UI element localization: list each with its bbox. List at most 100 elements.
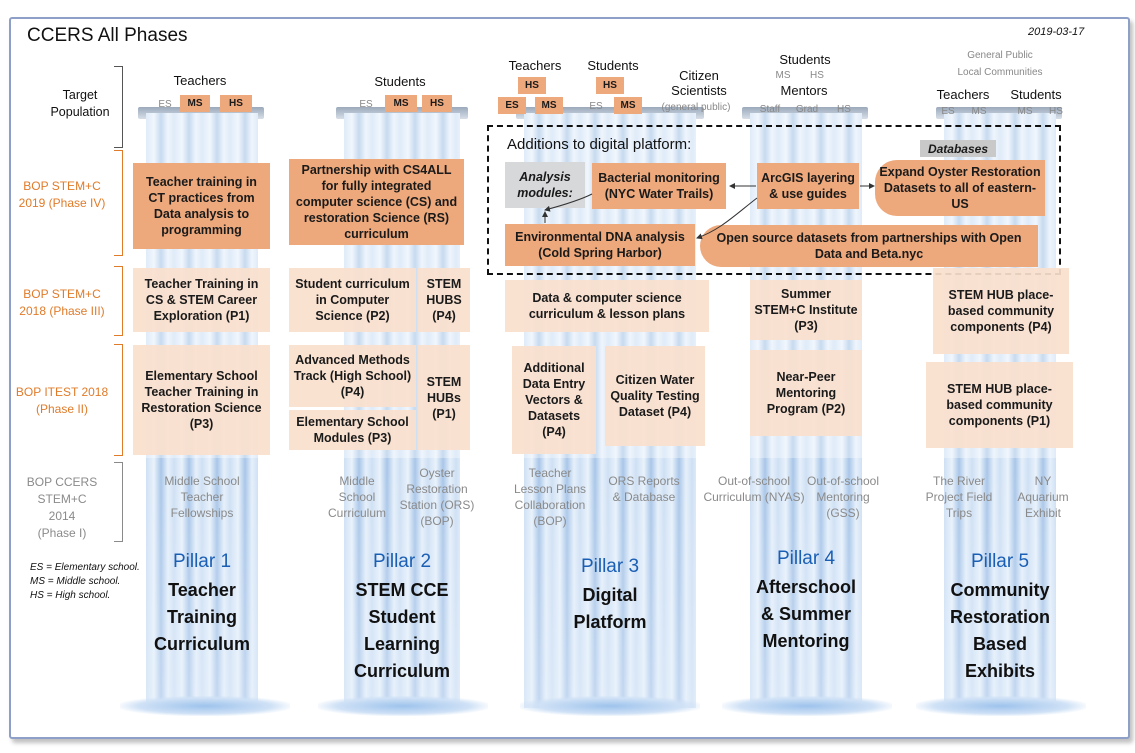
pillar-2-base (318, 696, 488, 716)
pillar-1-title-line3: Curriculum (153, 634, 250, 654)
arrow-bacterial-to-analysis (544, 193, 593, 212)
phase-iii-bracket (114, 266, 123, 336)
open-source-datasets-box: Open source datasets from partnerships w… (700, 225, 1038, 267)
phase1-p2a-text: Middle School Curriculum (327, 474, 386, 520)
p3-teachers-hs: HS (518, 77, 546, 94)
p2-hs: HS (422, 95, 452, 112)
phase1-p2b-text: Oyster Restoration Station (ORS) (BOP) (399, 466, 475, 528)
pillar-1-title: Teacher Training Curriculum (130, 577, 274, 658)
pillar-4-title-line3: Mentoring (762, 631, 850, 651)
page-title: CCERS All Phases (27, 25, 188, 46)
phase1-p1-text: Middle School Teacher Fellowships (164, 474, 240, 520)
digital-platform-title: Additions to digital platform: (507, 136, 692, 153)
phase3-p4-box: Summer STEM+C Institute (P3) (750, 280, 862, 340)
pillar-3-base (520, 696, 700, 716)
p1-target-group: Teachers (173, 73, 227, 88)
p4-target-students: Students (779, 52, 831, 67)
p3-teachers-ms: MS (535, 97, 563, 114)
pillar-2-title-line4: Curriculum (353, 661, 450, 681)
legend-es: ES = Elementary school. (30, 562, 140, 573)
p3-students-es: ES (589, 101, 603, 112)
phase-iii-line1: BOP STEM+C (23, 287, 101, 301)
phase-iii-label: BOP STEM+C 2018 (Phase III) (14, 286, 110, 320)
pillar-2-name: Pillar 2 (372, 551, 432, 572)
pillar-1-name: Pillar 1 (172, 551, 232, 572)
p3-students-hs: HS (596, 77, 624, 94)
p5-students-ms: MS (1017, 106, 1033, 117)
phase-i-line4: (Phase I) (37, 526, 87, 540)
phase1-p5b-text: NY Aquarium Exhibit (1017, 474, 1069, 520)
expand-datasets-box: Expand Oyster Restoration Datasets to al… (875, 160, 1045, 216)
phase2-p1-box: Elementary School Teacher Training in Re… (133, 345, 270, 455)
phase-ii-label: BOP ITEST 2018 (Phase II) (14, 384, 110, 418)
abbreviation-legend: ES = Elementary school. MS = Middle scho… (30, 561, 140, 603)
p3-teachers-es: ES (498, 97, 526, 114)
phase3-p2a-box: Student curriculum in Computer Science (… (289, 268, 416, 332)
phase2-p3a-box: Additional Data Entry Vectors & Datasets… (512, 346, 596, 454)
pillar-5-title-line4: Exhibits (964, 661, 1035, 681)
pillar-3-title-line2: Platform (573, 612, 647, 632)
arcgis-box: ArcGIS layering & use guides (757, 163, 859, 209)
p4-students-hs: HS (810, 70, 824, 81)
pillar-5-title-line1: Community (950, 580, 1050, 600)
pillar-1-title-line1: Teacher (168, 580, 236, 600)
p1-ms: MS (180, 95, 210, 112)
phase2-p2b-box: Elementary School Modules (P3) (289, 410, 416, 450)
p3-students-ms: MS (614, 97, 642, 114)
phase3-p2b-box: STEM HUBS (P4) (418, 268, 470, 332)
pillar-5-title-line3: Based (972, 634, 1028, 654)
phase-iii-line2: 2018 (Phase III) (19, 304, 105, 318)
phase1-p3b-text: ORS Reports & Database (608, 474, 680, 504)
pillar-3-title-line1: Digital (582, 585, 638, 605)
pillar-4-title: Afterschool & Summer Mentoring (734, 574, 878, 655)
p2-es: ES (359, 99, 373, 110)
date-label: 2019-03-17 (1028, 26, 1085, 38)
phase1-p5a-text: The River Project Field Trips (925, 474, 993, 520)
pillar-4-title-line2: & Summer (760, 604, 852, 624)
pillar-3-title: Digital Platform (538, 582, 682, 636)
phase-iv-label: BOP STEM+C 2019 (Phase IV) (14, 178, 110, 212)
p5-students-hs: HS (1049, 106, 1063, 117)
p5-general-public: General Public (967, 50, 1033, 61)
pillar-4-base (722, 696, 892, 716)
digital-platform-additions-group (487, 125, 1061, 275)
p4-students-ms: MS (775, 70, 791, 81)
phase4-p1-box: Teacher training in CT practices from Da… (133, 163, 270, 249)
pillar-5-title: Community Restoration Based Exhibits (928, 577, 1072, 685)
phase2-p2c-box: STEM HUBs (P1) (418, 345, 470, 450)
p2-target-group: Students (374, 74, 426, 89)
databases-tag: Databases (920, 140, 996, 157)
target-bracket (114, 66, 123, 148)
p2-ms: MS (385, 95, 417, 112)
p3-target-citizen: Citizen Scientists (671, 68, 727, 98)
phase-i-bracket (114, 462, 123, 542)
analysis-modules-box: Analysis modules: (505, 162, 585, 208)
phase-ii-line1: BOP ITEST 2018 (15, 385, 109, 399)
p1-es: ES (158, 99, 172, 110)
p4-target-mentors: Mentors (780, 83, 828, 98)
p5-teachers-ms: MS (971, 106, 987, 117)
phase-iv-line2: 2019 (Phase IV) (18, 196, 106, 210)
p3-citizen-sub: (general public) (661, 102, 731, 113)
legend-ms: MS = Middle school. (30, 576, 121, 587)
phase3-p5-box: STEM HUB place-based community component… (933, 268, 1069, 354)
p5-target-teachers: Teachers (936, 87, 990, 102)
p4-mentors-hs: HS (837, 104, 851, 115)
phase-ii-bracket (114, 344, 123, 456)
pillar-3-name: Pillar 3 (580, 556, 640, 577)
arrow-arcgis-to-edna (696, 197, 758, 240)
phase4-p2-box: Partnership with CS4ALL for fully integr… (289, 159, 464, 245)
p3-target-teachers: Teachers (508, 58, 562, 73)
pillar-2-title-line2: Student (368, 607, 436, 627)
phase3-p1-box: Teacher Training in CS & STEM Career Exp… (133, 268, 270, 332)
phase2-p4-box: Near-Peer Mentoring Program (P2) (750, 350, 862, 436)
phase1-p3a-text: Teacher Lesson Plans Collaboration (BOP) (513, 466, 587, 528)
phase-i-line2: STEM+C (37, 492, 87, 506)
pillar-2-title: STEM CCE Student Learning Curriculum (330, 577, 474, 685)
pillar-5-name: Pillar 5 (970, 551, 1030, 572)
p5-target-students: Students (1010, 87, 1062, 102)
pillar-5-base (916, 696, 1086, 716)
pillar-5-title-line2: Restoration (949, 607, 1050, 627)
